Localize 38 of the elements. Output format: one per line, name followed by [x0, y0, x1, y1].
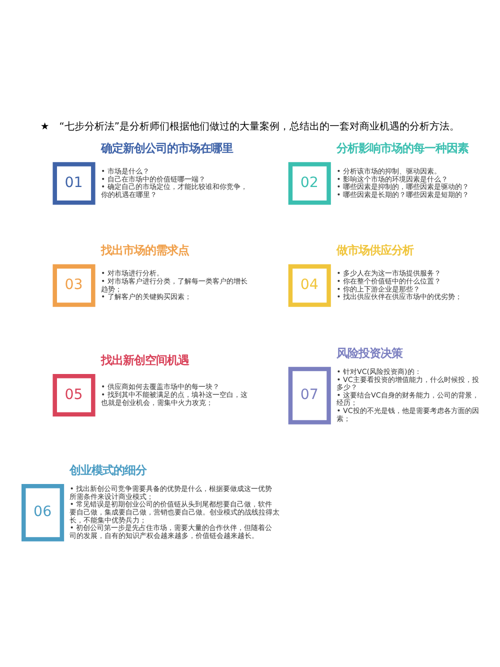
- node-label: • 找出新创公司竞争需要具备的优势是什么，根据要做成这一优势所需条件来设计商业模式；: [70, 484, 272, 501]
- node-label: • 供应商如何去覆盖市场中的每一块？: [100, 382, 220, 392]
- node-label: • 哪些因素是抑制的，哪些因素是驱动的？: [336, 182, 470, 192]
- node-label: • 常见错误是初期创业公司的价值链从头到尾都想要自己做，软件要自己做，集成要自己做，营销也要自己做。创业模式的战线拉得太长，不能集中优势兵力；: [70, 500, 280, 524]
- node-box: 01: [52, 162, 96, 205]
- node-label: • VC主要看投资的增值能力，什么时候投，投多少？: [336, 374, 479, 392]
- node-label: • 分析该市场的抑制、驱动因素。: [336, 166, 442, 176]
- node-label: • 影响这个市场的环境因素是什么？: [336, 174, 448, 184]
- node-box: 05: [52, 374, 96, 417]
- node-label: 确定新创公司的市场在哪里: [100, 141, 233, 156]
- diagram-title: ★ “七步分析法”是分析师们根据他们做过的大量案例，总结出的一套对商业机遇的分析方法。: [40, 122, 460, 133]
- node-label: • 确定自己的市场定位，才能比较谁和你竞争，你的机遇在哪里？: [100, 182, 248, 199]
- node-label: 做市场供应分析: [336, 243, 414, 258]
- node-label: • 对市场进行分析。: [100, 268, 164, 278]
- node-label: • VC投的不光是钱，他是需要考虑各方面的因素；: [336, 406, 479, 423]
- node-label: • 市场是什么？: [100, 166, 150, 176]
- node-label: 分析影响市场的每一种因素: [336, 141, 469, 156]
- node-box: 04: [288, 264, 331, 307]
- node-box: 02: [288, 162, 331, 205]
- node-label: 风险投资决策: [336, 346, 403, 360]
- node-label: • 针对VC(风险投资商)的：: [336, 366, 422, 376]
- node-label: • 初创公司第一步是先占住市场，需要大量的合作伙伴，但随着公司的发展，自有的知识产权会越来越多，价值链会越来越长。: [70, 523, 272, 540]
- node-label: • 自己在市场中的价值链哪一端？: [100, 174, 206, 184]
- node-label: • 找到其中不能被满足的点，填补这一空白，这也就是创业机会，需集中火力攻克；: [100, 390, 248, 407]
- node-label: 找出市场的需求点: [100, 243, 189, 258]
- node-label: • 你在整个价值链中的什么位置？: [336, 276, 442, 286]
- node-label: • 了解客户的关键购买因素；: [100, 292, 192, 302]
- node-label: • 找出供应伙伴在供应市场中的优劣势；: [336, 292, 462, 302]
- node-label: • 哪些因素是长期的？哪些因素是短期的？: [336, 190, 470, 199]
- node-box: 06: [22, 484, 64, 542]
- node-label: • 你的上下游企业是那些？: [336, 284, 420, 294]
- node-label: • 这要结合VC自身的财务能力，公司的背景，经历；: [336, 390, 479, 408]
- node-label: • 对市场客户进行分类，了解每一类客户的增长趋势；: [100, 276, 248, 294]
- node-box: 07: [288, 366, 331, 424]
- node-label: • 多少人在为这一市场提供服务？: [336, 268, 442, 278]
- node-box: 03: [52, 264, 96, 307]
- node-label: 创业模式的细分: [70, 462, 147, 477]
- node-label: 找出新创空间机遇: [100, 352, 189, 367]
